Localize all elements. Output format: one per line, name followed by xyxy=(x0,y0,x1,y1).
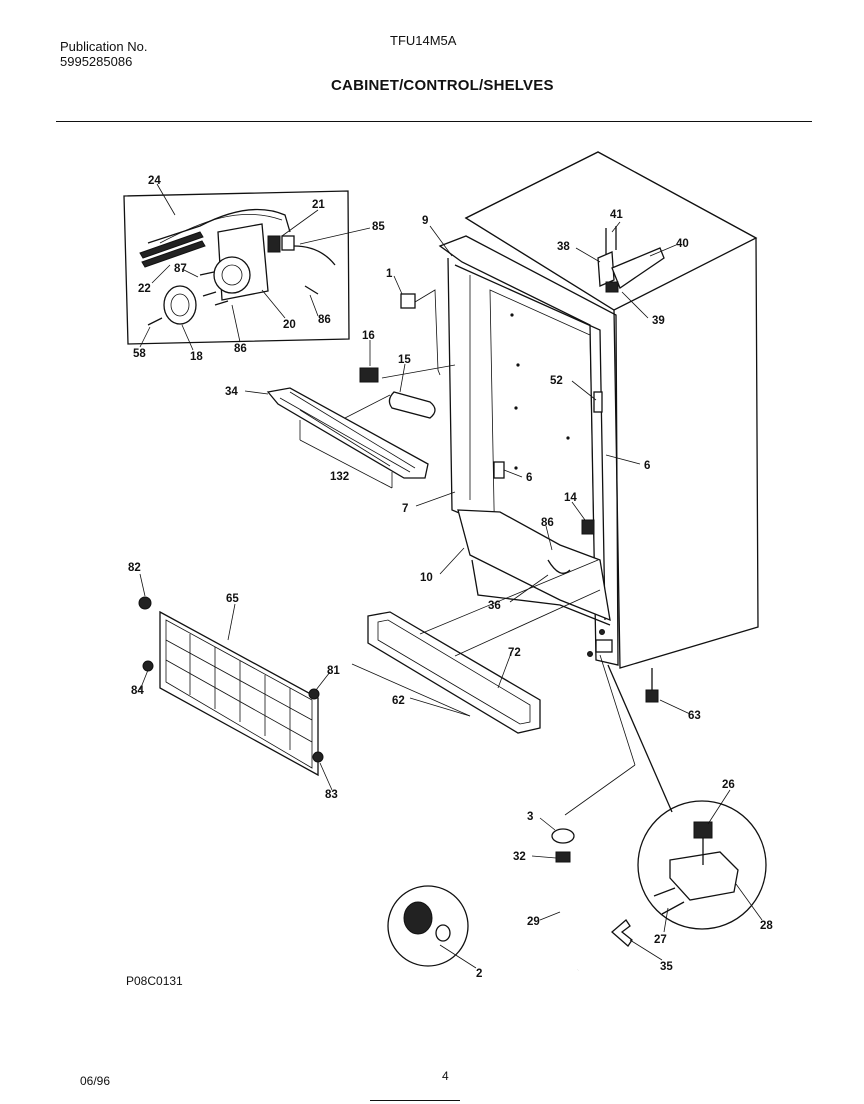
callout-83: 83 xyxy=(325,789,338,801)
callout-86: 86 xyxy=(234,343,247,355)
kickplate-grille xyxy=(138,596,324,777)
footer-date: 06/96 xyxy=(80,1074,111,1088)
callout-28: 28 xyxy=(760,920,773,932)
callout-35: 35 xyxy=(660,961,673,973)
callout-15: 15 xyxy=(398,354,411,366)
control-assembly-inset xyxy=(123,183,371,351)
callout-labels: 24 21 85 87 22 20 86 58 18 86 9 41 38 40… xyxy=(128,175,773,980)
publication-number: 5995285086 xyxy=(60,54,133,69)
callout-84: 84 xyxy=(131,685,144,697)
callout-87: 87 xyxy=(174,263,187,275)
callout-58: 58 xyxy=(133,348,146,360)
callout-38: 38 xyxy=(557,241,570,253)
callout-21: 21 xyxy=(312,199,325,211)
callout-2: 2 xyxy=(476,968,482,980)
publication-label: Publication No. xyxy=(60,39,148,54)
callout-86: 86 xyxy=(541,517,554,529)
cabinet-body xyxy=(438,151,759,703)
callout-32: 32 xyxy=(513,851,526,863)
toe-plate xyxy=(351,559,601,734)
callout-9: 9 xyxy=(422,215,428,227)
callout-72: 72 xyxy=(508,647,521,659)
callout-26: 26 xyxy=(722,779,735,791)
callout-6: 6 xyxy=(644,460,650,472)
callout-63: 63 xyxy=(688,710,701,722)
figure-code: P08C0131 xyxy=(126,974,183,988)
drain-assembly xyxy=(387,654,767,971)
callout-34: 34 xyxy=(225,386,238,398)
callout-14: 14 xyxy=(564,492,577,504)
callout-86: 86 xyxy=(318,314,331,326)
callout-132: 132 xyxy=(330,471,349,483)
callout-18: 18 xyxy=(190,351,203,363)
callout-81: 81 xyxy=(327,665,340,677)
callout-24: 24 xyxy=(148,175,161,187)
callout-29: 29 xyxy=(527,916,540,928)
callout-1: 1 xyxy=(386,268,393,280)
callout-52: 52 xyxy=(550,375,563,387)
callout-41: 41 xyxy=(610,209,623,221)
callout-62: 62 xyxy=(392,695,405,707)
header-divider xyxy=(56,121,812,122)
loose-parts xyxy=(266,289,595,535)
callout-6: 6 xyxy=(526,472,532,484)
page-number: 4 xyxy=(442,1069,449,1083)
callout-82: 82 xyxy=(128,562,141,574)
leader-lines xyxy=(139,221,763,969)
callout-39: 39 xyxy=(652,315,665,327)
callout-20: 20 xyxy=(283,319,296,331)
callout-65: 65 xyxy=(226,593,239,605)
callout-10: 10 xyxy=(420,572,433,584)
callout-85: 85 xyxy=(372,221,385,233)
callout-27: 27 xyxy=(654,934,667,946)
page-title: CABINET/CONTROL/SHELVES xyxy=(331,77,554,94)
callout-40: 40 xyxy=(676,238,689,250)
callout-7: 7 xyxy=(402,503,408,515)
callout-36: 36 xyxy=(488,600,501,612)
callout-16: 16 xyxy=(362,330,375,342)
callout-22: 22 xyxy=(138,283,151,295)
callout-3: 3 xyxy=(527,811,533,823)
footer-mark xyxy=(370,1100,460,1101)
model-number: TFU14M5A xyxy=(390,33,457,48)
